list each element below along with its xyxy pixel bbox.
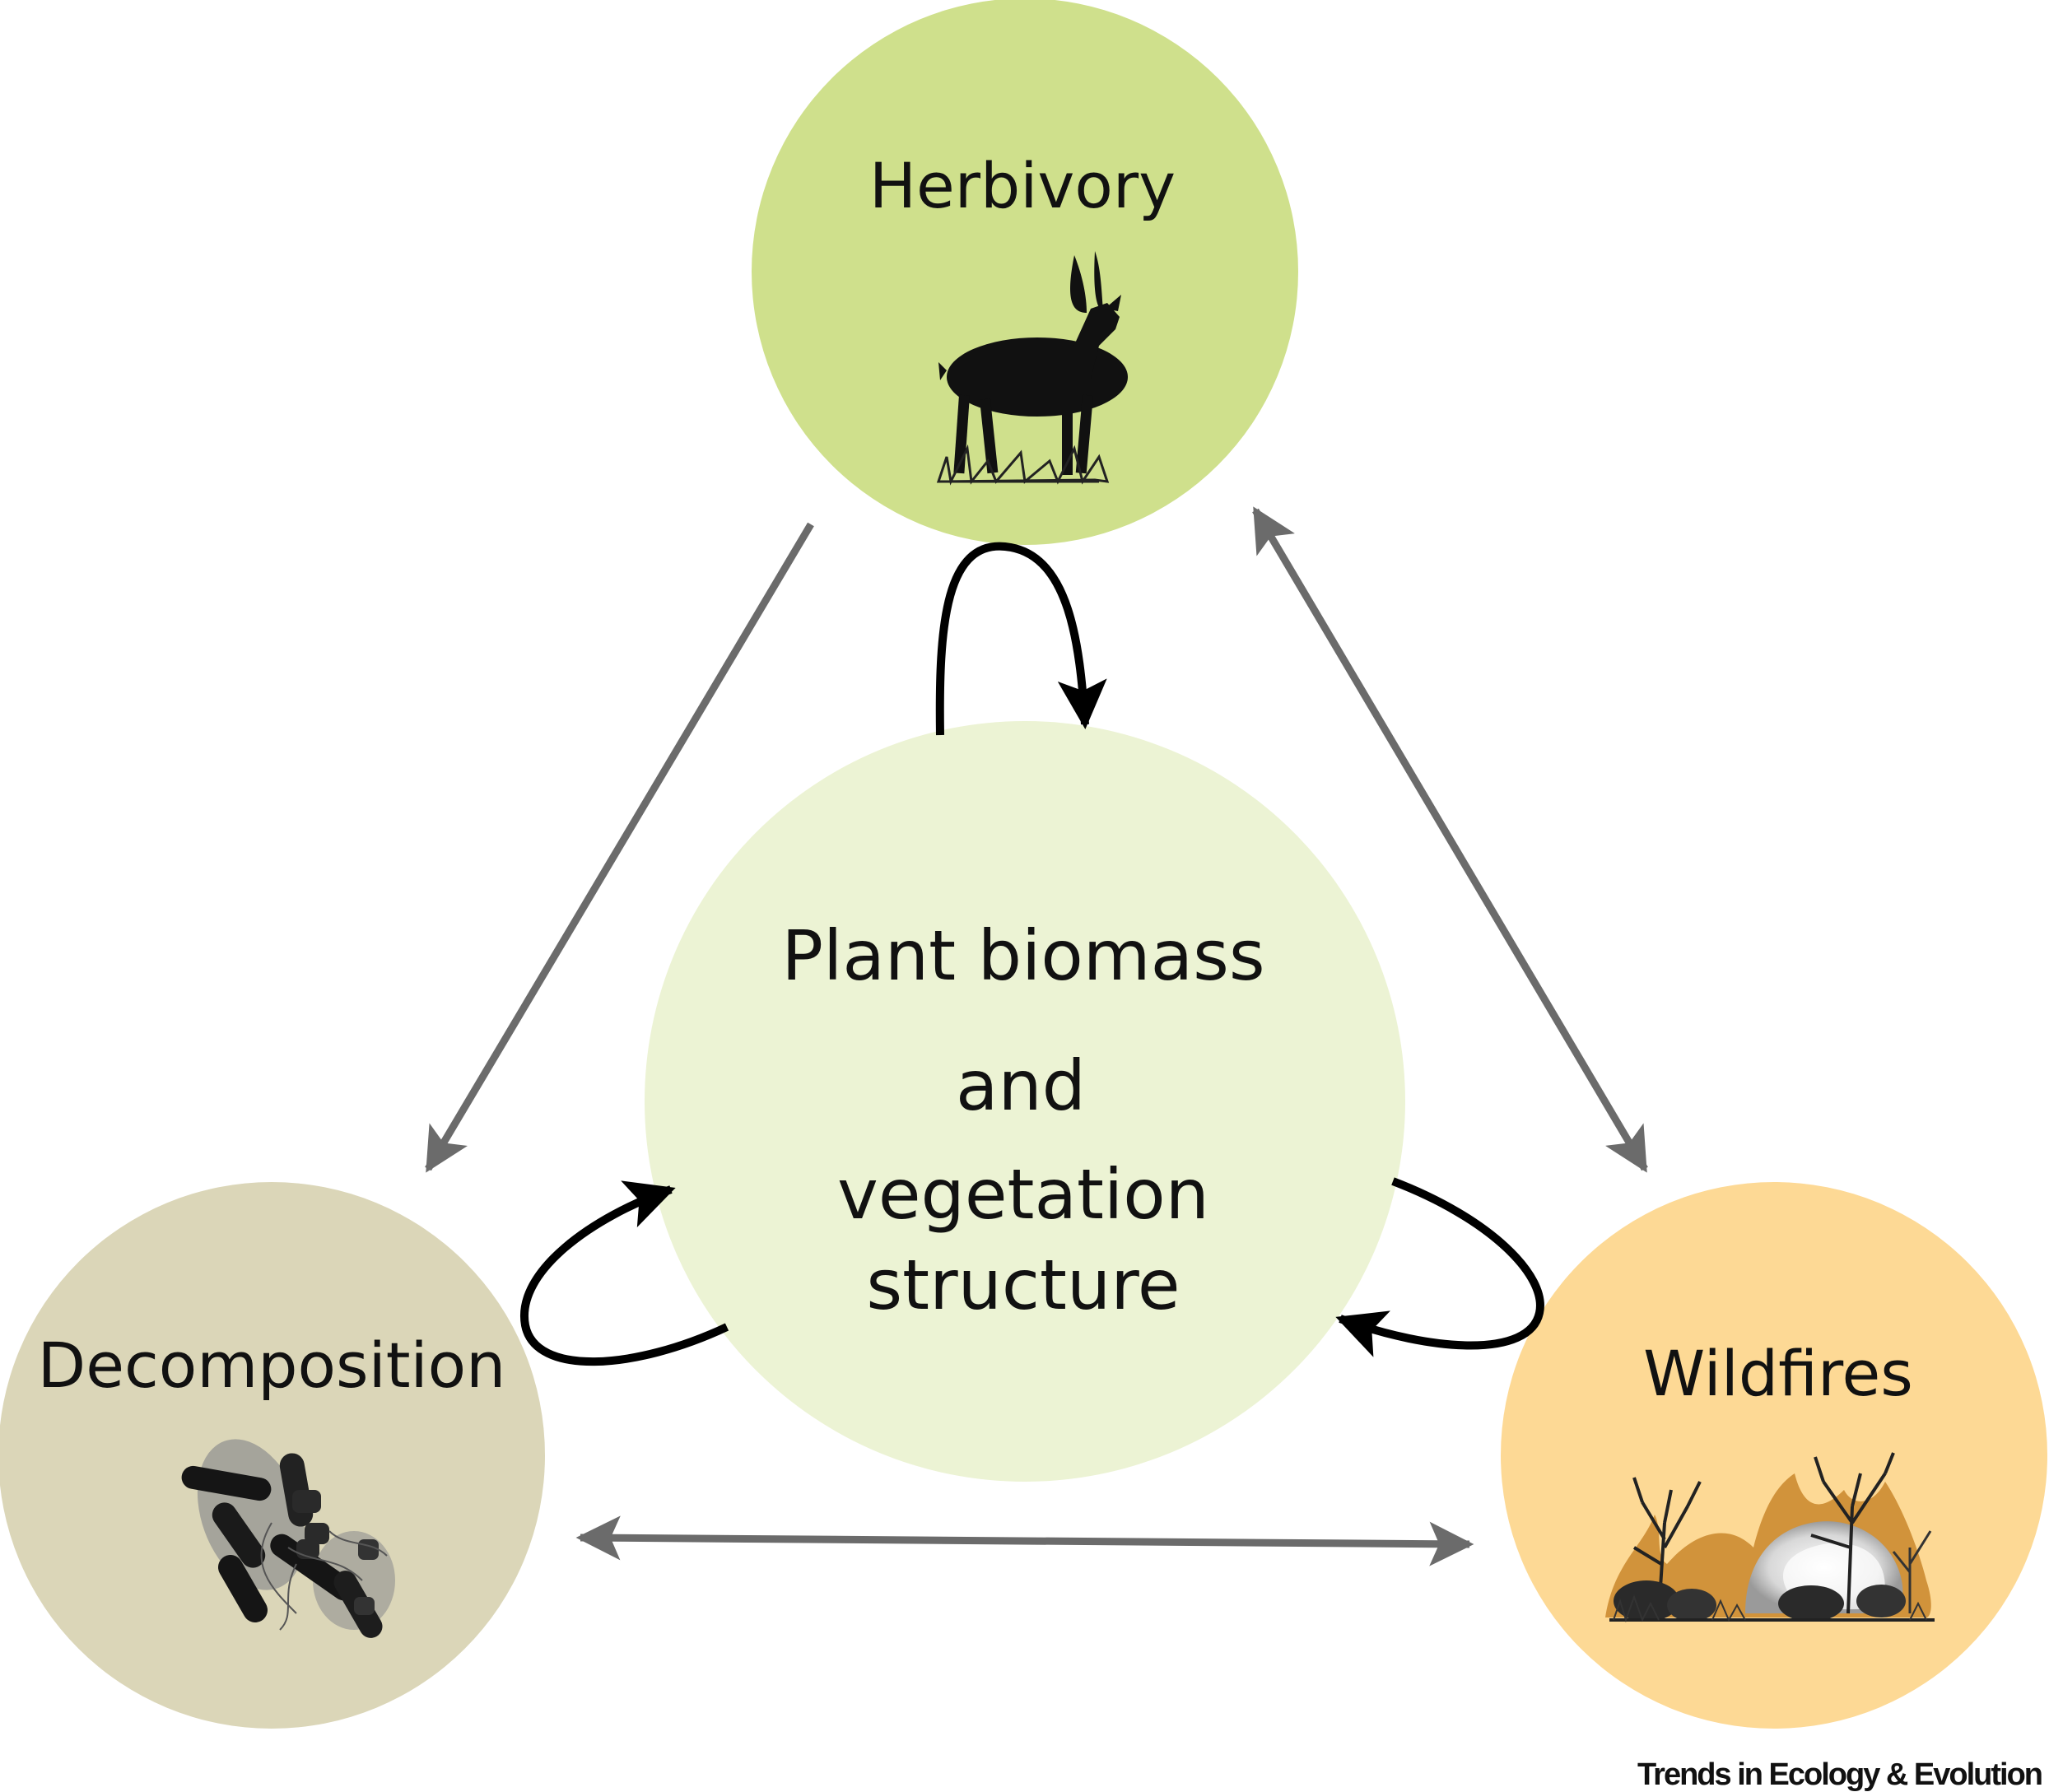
arrow-herbivory-wildfires	[1252, 506, 1648, 1173]
plant-biomass-line-1: Plant biomass	[781, 915, 1264, 996]
plant-biomass-line-3: vegetation	[837, 1154, 1209, 1235]
loop-herbivory-to-plant	[935, 542, 1107, 736]
plant-biomass-node	[645, 721, 1405, 1482]
burning-trees-icon	[1605, 1452, 1935, 1623]
microbes-icon	[181, 1439, 395, 1638]
herbivory-label: Herbivory	[869, 149, 1176, 222]
wildfires-node	[1501, 1182, 2047, 1729]
gazelle-icon	[936, 251, 1128, 486]
plant-biomass-line-2: and	[956, 1045, 1086, 1126]
decomposition-node	[0, 1182, 545, 1729]
loop-decomposition-to-plant	[519, 1180, 729, 1366]
decomposition-label: Decomposition	[38, 1329, 506, 1402]
arrow-decomposition-wildfires	[575, 1515, 1474, 1566]
plant-biomass-line-4: structure	[866, 1245, 1180, 1325]
loop-wildfires-to-plant	[1335, 1177, 1544, 1357]
herbivory-node	[752, 0, 1298, 545]
arrow-herbivory-to-decomposition	[425, 522, 814, 1173]
wildfires-label: Wildfires	[1643, 1337, 1913, 1410]
journal-credit: Trends in Ecology & Evolution	[1637, 1757, 2042, 1792]
